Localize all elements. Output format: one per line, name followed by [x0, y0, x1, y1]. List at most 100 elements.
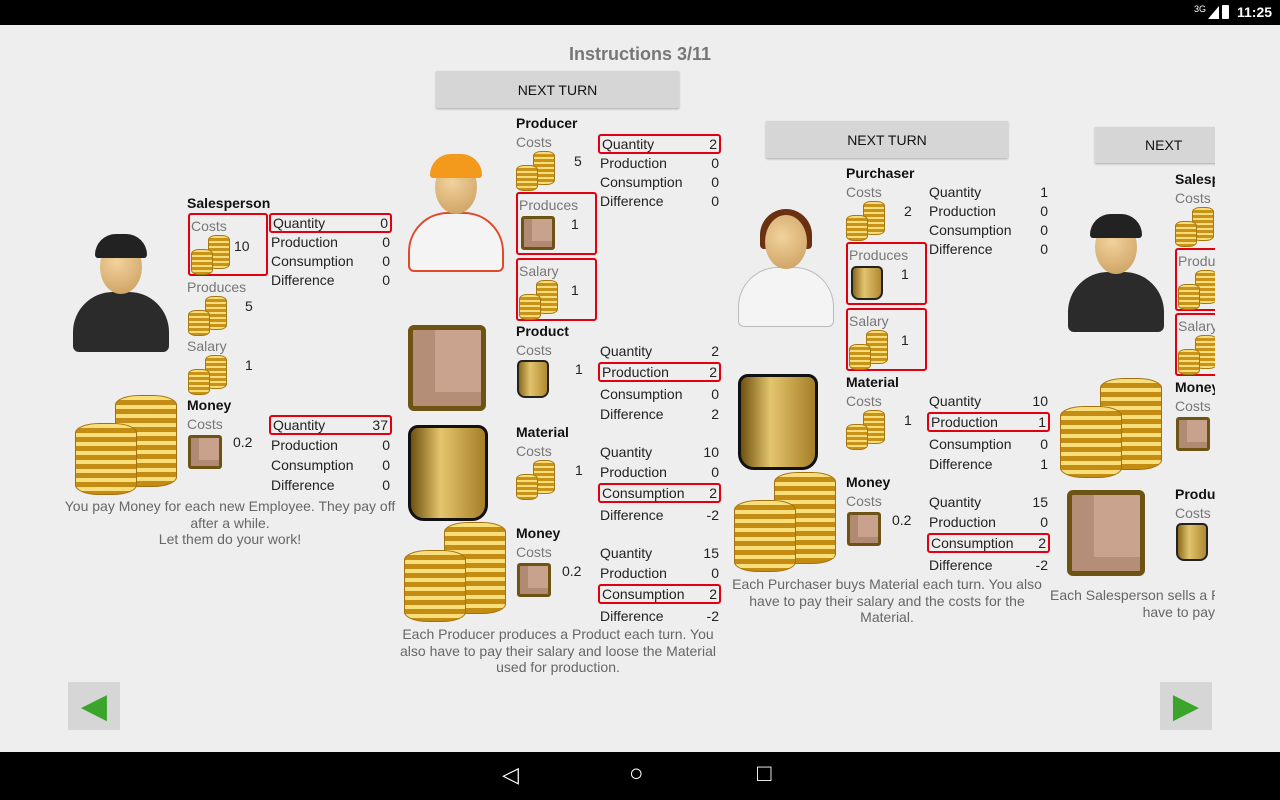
costs-label: Costs: [1175, 398, 1211, 414]
material-title: Material: [846, 374, 899, 390]
coins-icon: [849, 330, 889, 370]
coins-icon: [191, 235, 231, 275]
costs-value: 1: [904, 412, 912, 428]
stat-difference: Difference-2: [600, 608, 719, 624]
signal-icon: [1208, 6, 1219, 19]
money-title: Money: [187, 397, 232, 413]
produces-value: 5: [245, 298, 253, 314]
material-bag-icon: [851, 266, 883, 300]
costs-value: 0.2: [562, 563, 582, 579]
battery-icon: [1222, 5, 1229, 19]
money-coins-image: [404, 522, 509, 622]
salary-value: 1: [245, 357, 253, 373]
product-box-icon: [521, 216, 555, 250]
produces-box: Produces 1: [846, 242, 927, 305]
product-title: Produc: [1175, 486, 1215, 502]
purchaser-title: Purchaser: [846, 165, 915, 181]
purchaser-caption: Each Purchaser buys Material each turn. …: [732, 576, 1042, 625]
coins-icon: [188, 355, 228, 395]
coins-icon: [1178, 335, 1215, 375]
right-arrow-icon: ▶: [1172, 687, 1200, 725]
costs-value: 10: [234, 238, 250, 254]
product-title: Product: [516, 323, 569, 339]
coins-icon: [516, 460, 556, 500]
left-arrow-icon: ◀: [80, 687, 108, 725]
salesperson-avatar: [1060, 210, 1170, 335]
next-page-button[interactable]: ▶: [1160, 682, 1212, 730]
costs-value: 1: [575, 361, 583, 377]
next-turn-button[interactable]: NEXT TURN: [436, 71, 679, 108]
costs-label: Costs: [191, 218, 227, 234]
costs-label: Costs: [846, 493, 882, 509]
clock: 11:25: [1237, 4, 1273, 20]
costs-label: Costs: [846, 393, 882, 409]
recents-button[interactable]: □: [757, 760, 772, 787]
previous-page-button[interactable]: ◀: [68, 682, 120, 730]
money-coins-image: [1060, 378, 1165, 478]
costs-label: Costs: [1175, 190, 1211, 206]
navigation-bar: ◁ ○ □: [0, 752, 1280, 800]
salary-box: Salary: [1175, 313, 1215, 376]
coins-icon: [516, 151, 556, 191]
next-turn-button[interactable]: NEXT TURN: [766, 121, 1008, 158]
home-button[interactable]: ○: [629, 760, 644, 787]
back-button[interactable]: ◁: [502, 762, 519, 787]
material-bag-icon: [1176, 523, 1208, 561]
money-title: Money: [516, 525, 561, 541]
money-coins-image: [734, 472, 839, 572]
product-box-icon: [847, 512, 881, 546]
salary-label: Salary: [187, 338, 227, 354]
coins-icon: [519, 280, 559, 320]
material-bag-image: [738, 374, 818, 470]
producer-title: Producer: [516, 115, 578, 131]
material-bag-icon: [517, 360, 549, 398]
costs-label: Costs: [846, 184, 882, 200]
produces-label: Produces: [187, 279, 247, 295]
coins-icon: [188, 296, 228, 336]
costs-value: 1: [575, 462, 583, 478]
salesperson-avatar: [65, 230, 175, 355]
coins-icon: [846, 201, 886, 241]
product-box-icon: [517, 563, 551, 597]
producer-caption: Each Producer produces a Product each tu…: [400, 626, 716, 675]
costs-value: 2: [904, 203, 912, 219]
coins-icon: [1175, 207, 1215, 247]
money-coins-image: [75, 395, 180, 495]
costs-value: 5: [574, 153, 582, 169]
page-title: Instructions 3/11: [568, 44, 712, 64]
costs-label: Costs: [516, 443, 552, 459]
next-turn-button[interactable]: NEXT: [1095, 127, 1215, 163]
stat-difference: Difference-2: [929, 557, 1048, 573]
salary-box: Salary 1: [846, 308, 927, 371]
material-title: Material: [516, 424, 569, 440]
